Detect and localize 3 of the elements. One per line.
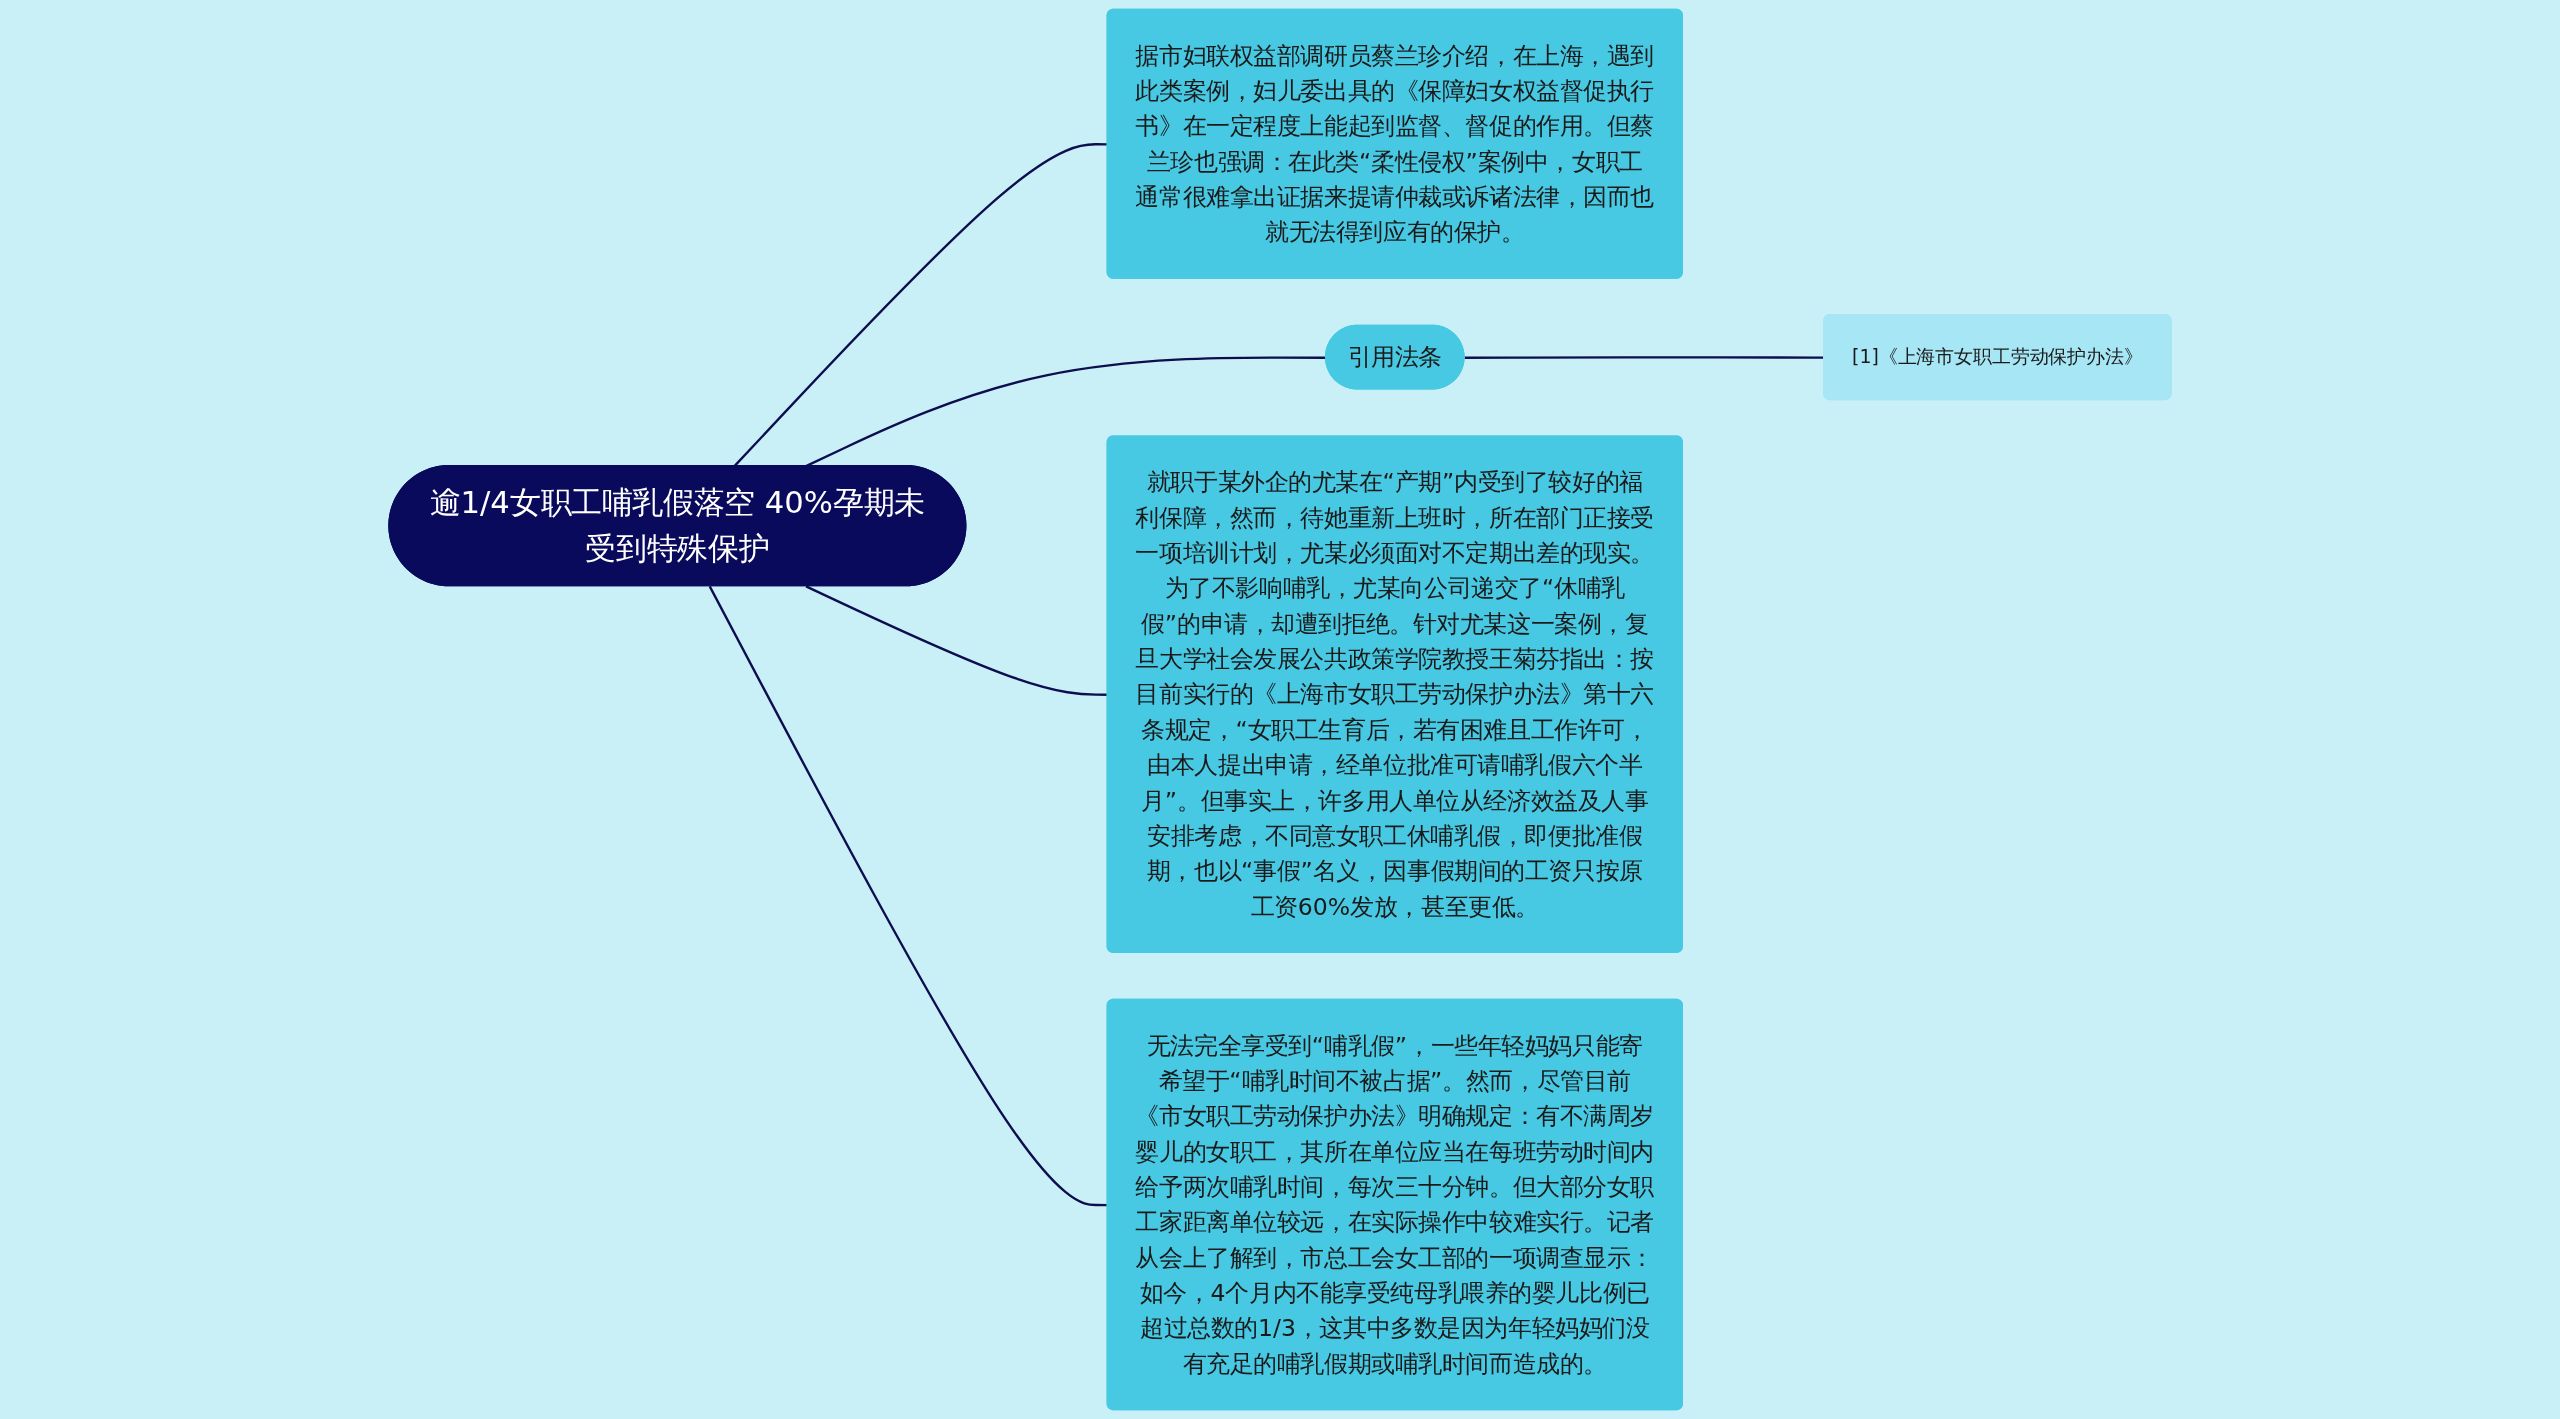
connector: [733, 143, 1108, 467]
connector: [708, 585, 1108, 1207]
connector: [805, 585, 1108, 696]
